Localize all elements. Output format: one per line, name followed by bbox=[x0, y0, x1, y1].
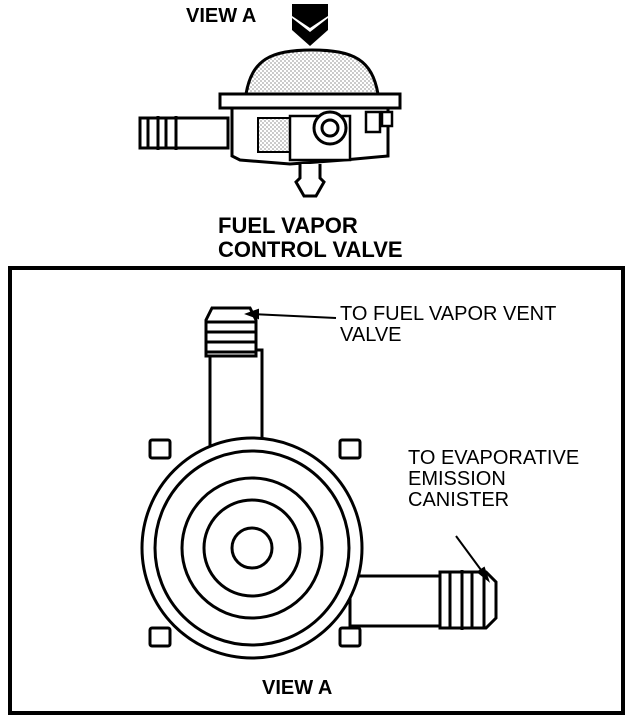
inner-ring bbox=[202, 498, 302, 598]
canister-callout-line-2: EMISSION bbox=[408, 468, 506, 490]
title-line-1: FUEL VAPOR bbox=[218, 213, 358, 238]
canister-callout-line-3: CANISTER bbox=[408, 489, 510, 511]
canister-callout-line-1: TO EVAPORATIVE bbox=[408, 447, 580, 469]
leader-lines bbox=[244, 308, 491, 583]
view-a-bottom-label: VIEW A bbox=[262, 677, 333, 699]
valve-rim bbox=[218, 92, 402, 110]
valve-side-view bbox=[138, 48, 402, 198]
view-a-frame bbox=[8, 266, 625, 715]
outer-housing bbox=[140, 436, 364, 660]
center-port bbox=[230, 526, 274, 570]
housing-ring bbox=[153, 449, 351, 647]
vent-callout-line-1: TO FUEL VAPOR VENT bbox=[340, 303, 557, 325]
canister-tube bbox=[348, 574, 458, 628]
canister-callout: TO EVAPORATIVE EMISSION CANISTER bbox=[408, 448, 579, 511]
vent-tube-barb bbox=[204, 306, 258, 358]
valve-dome bbox=[244, 48, 380, 96]
view-arrow bbox=[292, 4, 328, 46]
left-hose-barb bbox=[138, 116, 230, 150]
view-a-top-label: VIEW A bbox=[186, 5, 257, 27]
component-title: FUEL VAPOR CONTROL VALVE bbox=[218, 214, 403, 262]
valve-top-view bbox=[140, 306, 498, 660]
vent-valve-callout: TO FUEL VAPOR VENT VALVE bbox=[340, 304, 556, 346]
diaphragm-ring bbox=[180, 476, 324, 620]
title-line-2: CONTROL VALVE bbox=[218, 237, 403, 262]
bottom-nozzle bbox=[294, 164, 326, 198]
side-port-inner bbox=[320, 118, 340, 138]
vent-callout-line-2: VALVE bbox=[340, 324, 402, 346]
